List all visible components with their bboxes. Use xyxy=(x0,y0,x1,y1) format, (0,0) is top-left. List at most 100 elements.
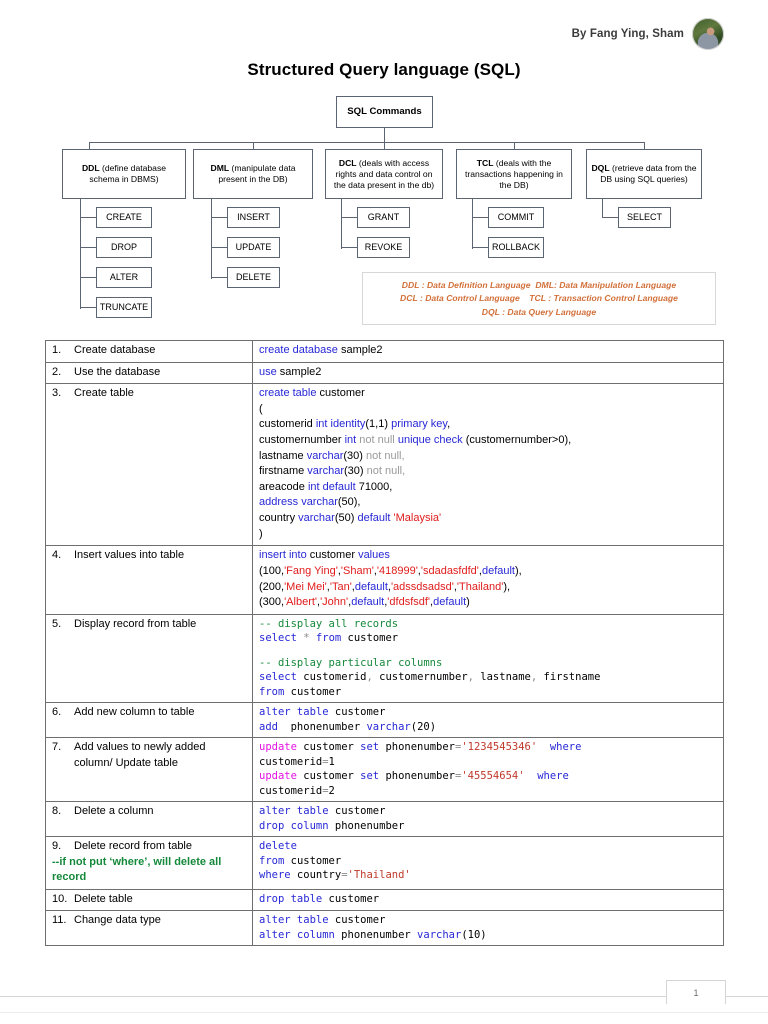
diagram-node-dql: DQL (retrieve data from the DB using SQL… xyxy=(586,149,702,199)
table-row: 5. Display record from table -- display a… xyxy=(45,613,724,704)
legend-ddl: DDL : Data Definition Language xyxy=(401,280,531,290)
table-row: 3.Create table create table customer ( c… xyxy=(45,383,724,547)
diagram-leaf-select: SELECT xyxy=(618,207,671,228)
row-code-cell: drop table customer xyxy=(252,888,724,912)
code-block: insert into customer values (100,'Fang Y… xyxy=(259,548,718,610)
connector-dcl-spine xyxy=(341,199,343,249)
code-line: where country='Thailand' xyxy=(259,869,411,882)
diagram-leaf-truncate: TRUNCATE xyxy=(96,297,152,318)
row-number: 2. xyxy=(52,365,62,378)
code-comment: -- display particular columns xyxy=(259,656,443,669)
code-line: address varchar(50), xyxy=(259,496,361,509)
row-code-cell: delete from customer where country='Thai… xyxy=(252,836,724,890)
leaf-label: ALTER xyxy=(109,271,139,282)
table-row: 1.Create database create database sample… xyxy=(45,340,724,363)
table-row: 11. Change data type alter table customer… xyxy=(45,910,724,947)
row-description-cell: 7.Add values to newly added column/ Upda… xyxy=(45,737,253,803)
row-description: Add values to newly added column/ Update… xyxy=(74,741,206,769)
connector-ddl-truncate xyxy=(80,307,96,309)
table-row: 8.Delete a column alter table customer d… xyxy=(45,801,724,838)
avatar xyxy=(692,18,724,50)
row-number: 4. xyxy=(52,549,62,562)
connector-dql-spine xyxy=(602,199,604,218)
leaf-label: SELECT xyxy=(626,211,662,222)
row-code-cell: alter table customer add phonenumber var… xyxy=(252,702,724,739)
row-number: 10. xyxy=(52,892,68,905)
footer-divider-secondary xyxy=(0,1012,768,1013)
code-block: drop table customer xyxy=(259,892,718,906)
diagram-leaf-rollback: ROLLBACK xyxy=(488,237,544,258)
code-block: create table customer ( customerid int i… xyxy=(259,386,718,542)
row-number: 11. xyxy=(52,914,67,927)
connector-drop-dml xyxy=(253,142,255,150)
row-description: Change data type xyxy=(74,914,161,927)
sql-commands-diagram: SQL Commands DDL (define database schema… xyxy=(0,0,768,340)
legend-dcl: DCL : Data Control Language xyxy=(400,293,520,304)
row-code-cell: insert into customer values (100,'Fang Y… xyxy=(252,545,724,615)
code-line: alter table customer xyxy=(259,706,386,719)
row-description-cell: 1.Create database xyxy=(45,340,253,363)
connector-bus xyxy=(89,142,645,144)
code-block: -- display all records select * from cus… xyxy=(259,617,718,699)
connector-drop-dcl xyxy=(384,142,386,150)
diagram-leaf-update: UPDATE xyxy=(227,237,280,258)
row-number: 8. xyxy=(52,805,62,818)
code-line: update customer set phonenumber='1234545… xyxy=(259,741,582,754)
connector-dml-update xyxy=(211,247,227,249)
diagram-leaf-delete: DELETE xyxy=(227,267,280,288)
row-code-cell: -- display all records select * from cus… xyxy=(252,613,724,704)
code-line: select customerid, customernumber, lastn… xyxy=(259,671,601,684)
row-description-cell: 5. Display record from table xyxy=(45,613,253,704)
row-description: Display record from table xyxy=(74,617,197,630)
row-description: Use the database xyxy=(74,365,161,378)
code-line: from customer xyxy=(259,685,342,698)
code-comment: -- display all records xyxy=(259,617,399,630)
table-row: 7.Add values to newly added column/ Upda… xyxy=(45,737,724,803)
row-description-cell: 3.Create table xyxy=(45,383,253,547)
row-number: 5. xyxy=(52,617,62,630)
code-block: alter table customer drop column phonenu… xyxy=(259,804,718,833)
code-line: customerid=2 xyxy=(259,784,335,797)
code-line: customerid=1 xyxy=(259,755,335,768)
code-line: drop column phonenumber xyxy=(259,819,405,832)
row-code-cell: update customer set phonenumber='1234545… xyxy=(252,737,724,803)
connector-drop-dql xyxy=(644,142,646,150)
code-block: alter table customer alter column phonen… xyxy=(259,913,718,942)
code-line: (300,'Albert','John',default,'dfdsfsdf',… xyxy=(259,596,470,609)
dql-desc: (retrieve data from the DB using SQL que… xyxy=(600,163,697,184)
connector-dml-delete xyxy=(211,277,227,279)
table-row: 4. Insert values into table insert into c… xyxy=(45,545,724,615)
code-line: lastname varchar(30) not null, xyxy=(259,449,405,462)
code-line: select * from customer xyxy=(259,632,399,645)
legend-gap xyxy=(520,292,530,305)
row-code-cell: use sample2 xyxy=(252,361,724,385)
row-description-cell: 9.Delete record from table --if not put … xyxy=(45,836,253,890)
connector-dml-insert xyxy=(211,217,227,219)
row-number: 9. xyxy=(52,840,62,853)
code-block: delete from customer where country='Thai… xyxy=(259,839,718,882)
connector-dql-select xyxy=(602,217,618,219)
connector-ddl-alter xyxy=(80,277,96,279)
connector-dcl-grant xyxy=(341,217,357,219)
row-description: Insert values into table xyxy=(74,549,185,562)
row-code-cell: create table customer ( customerid int i… xyxy=(252,383,724,547)
diagram-node-dml: DML (manipulate data present in the DB) xyxy=(193,149,313,199)
code-line: ) xyxy=(259,527,263,540)
code-blank-line xyxy=(259,646,718,656)
row-code-cell: create database sample2 xyxy=(252,340,724,363)
row-note: --if not put ‘where’, will delete all re… xyxy=(52,855,222,884)
row-code-cell: alter table customer alter column phonen… xyxy=(252,910,724,947)
byline-text: By Fang Ying, Sham xyxy=(571,28,684,40)
code-block: alter table customer add phonenumber var… xyxy=(259,705,718,734)
diagram-node-tcl: TCL (deals with the transactions happeni… xyxy=(456,149,572,199)
row-description-cell: 2. Use the database xyxy=(45,361,253,385)
legend-dml: DML: Data Manipulation Language xyxy=(535,280,677,290)
dcl-code: DCL xyxy=(338,157,357,168)
footer-divider xyxy=(0,996,768,997)
connector-ddl-create xyxy=(80,217,96,219)
ddl-code: DDL xyxy=(81,163,100,173)
code-line: add phonenumber varchar(20) xyxy=(259,720,437,733)
diagram-leaf-alter: ALTER xyxy=(96,267,152,288)
row-description-cell: 8.Delete a column xyxy=(45,801,253,838)
code-line: areacode int default 71000, xyxy=(259,480,393,493)
